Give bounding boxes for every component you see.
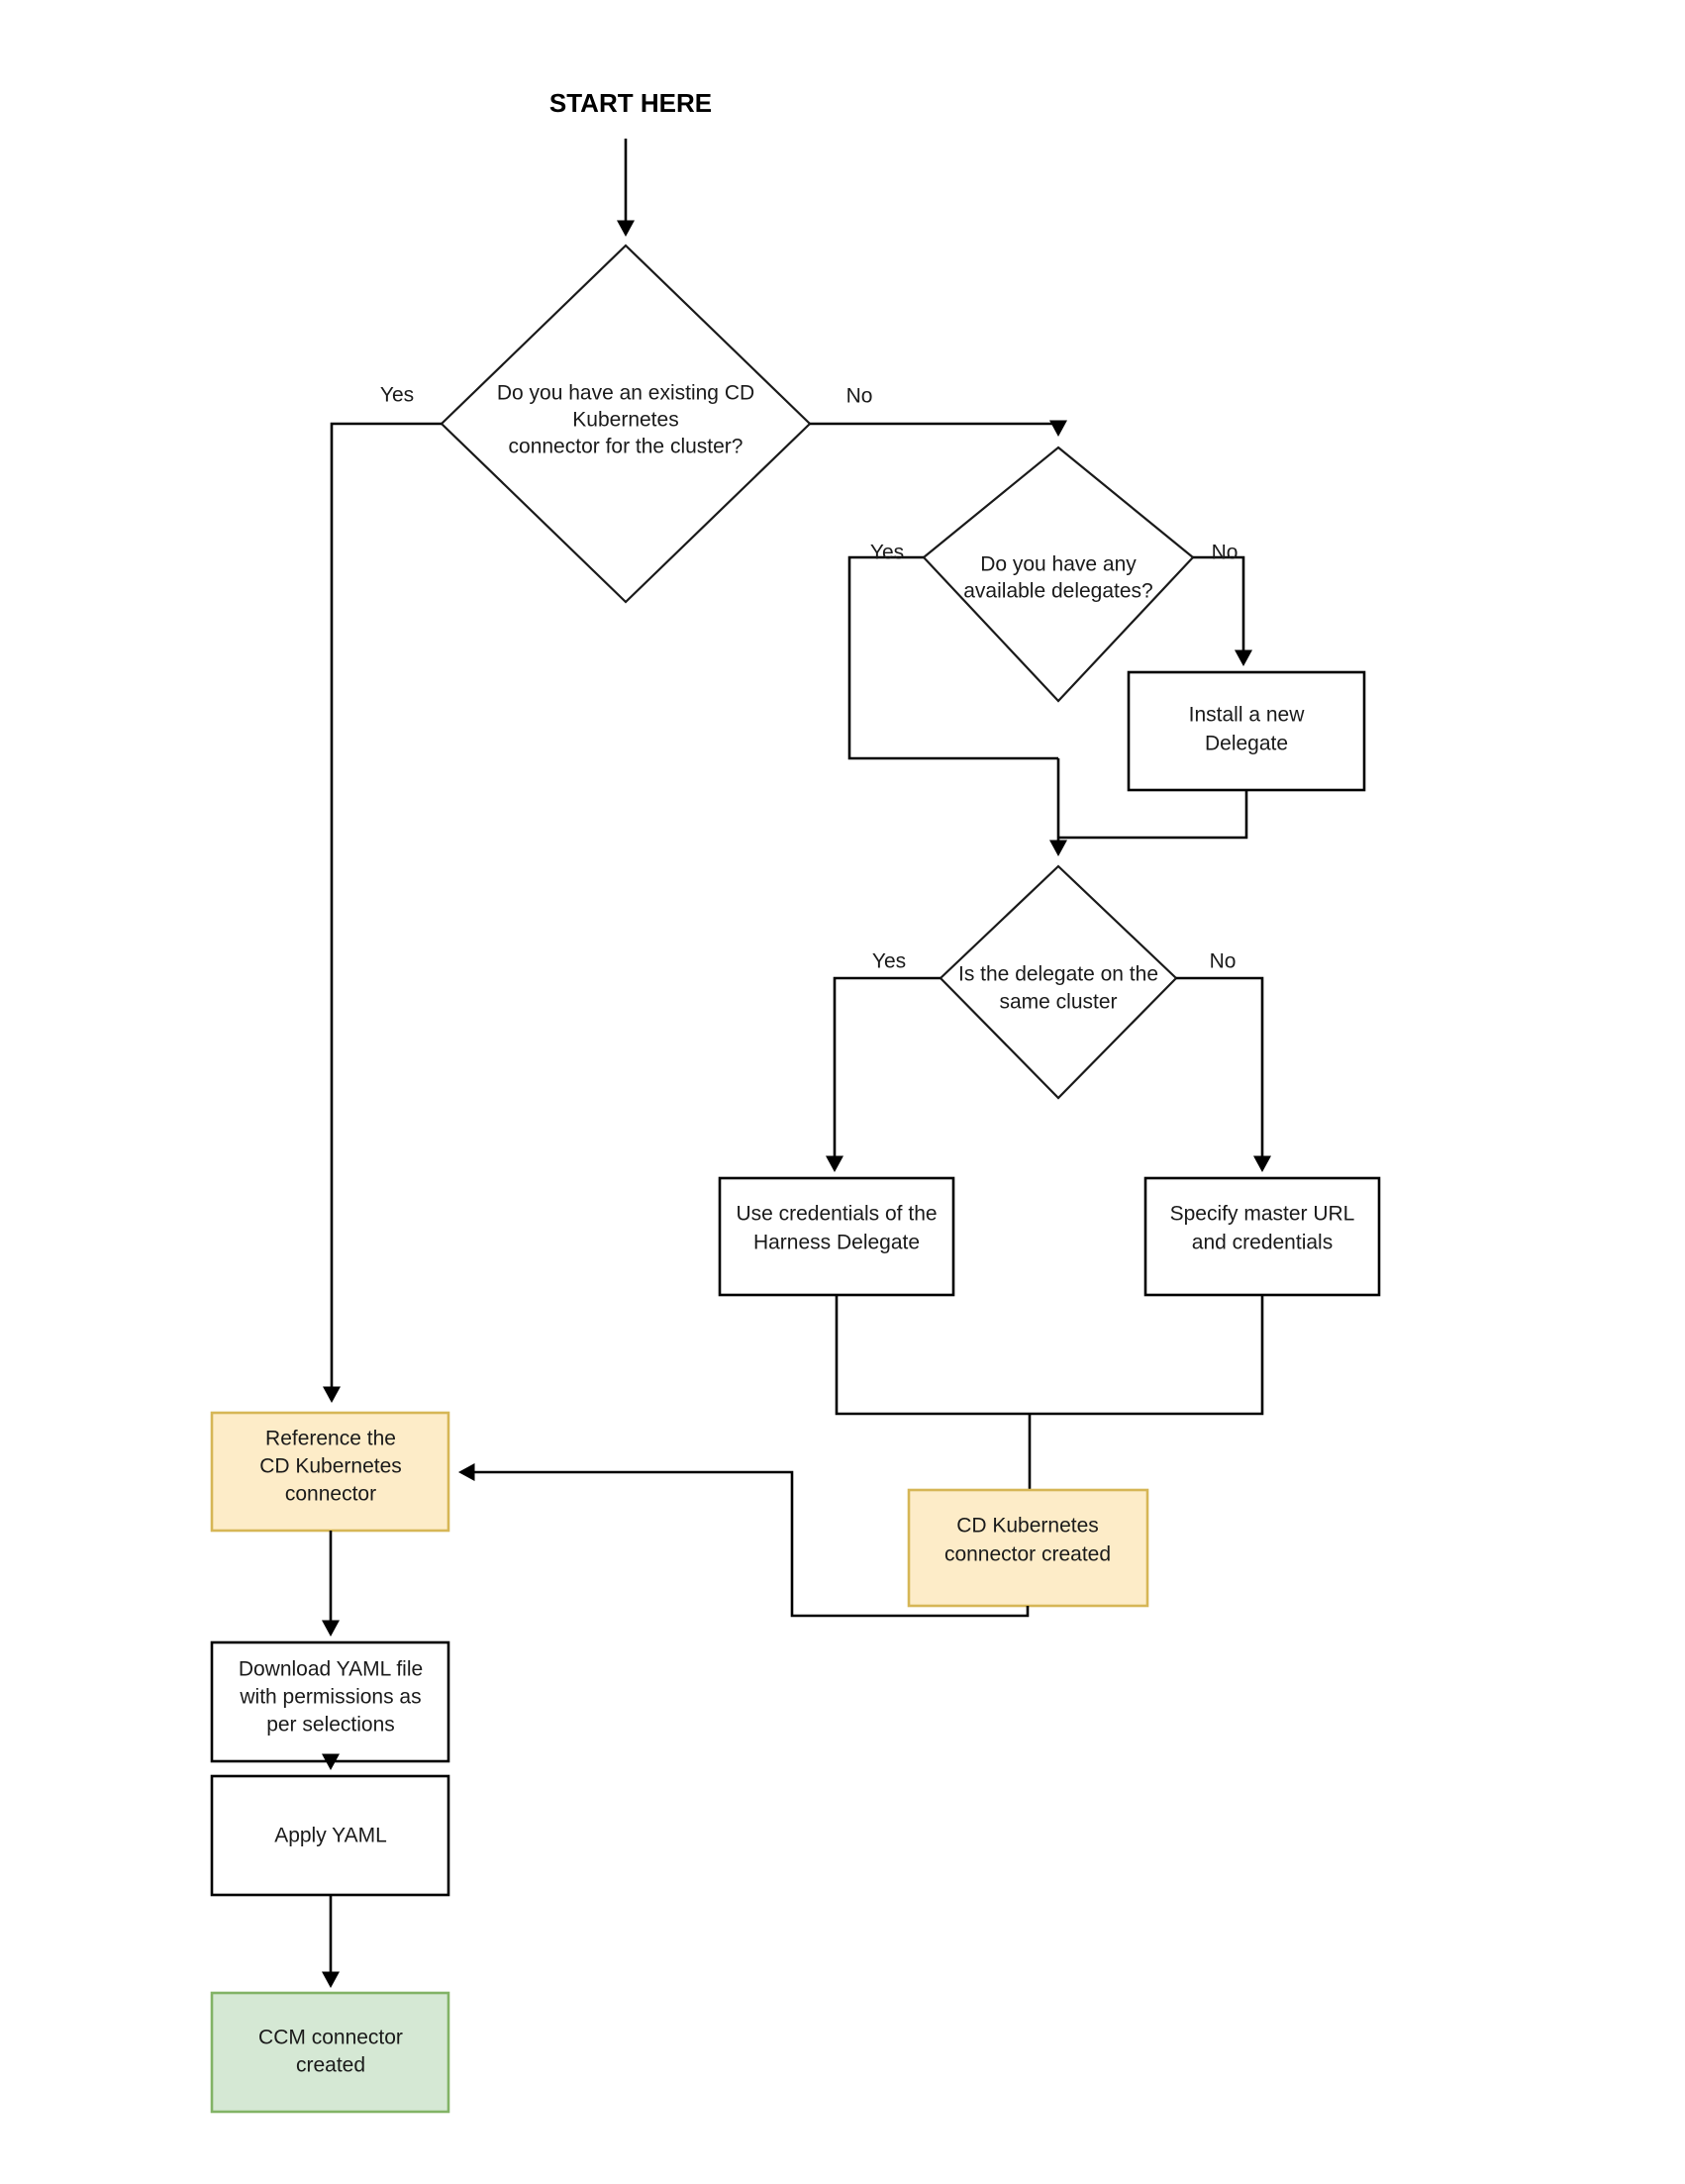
box-cd-connector-created[interactable] [907, 1488, 1149, 1608]
start-here-title: START HERE [549, 88, 712, 118]
edge-use-credentials-merge [835, 1295, 1030, 1416]
box-cd-connector-created-line1: CD Kubernetes [956, 1515, 1099, 1538]
edge-label-d3-yes: Yes [872, 950, 906, 973]
decision-existing-cd-connector-line1: Do you have an existing CD [497, 382, 754, 405]
edge-label-d1-no: No [846, 385, 873, 408]
edge-d2-no [1193, 555, 1253, 667]
box-apply-yaml-line1: Apply YAML [274, 1825, 387, 1847]
decision-existing-cd-connector-line2: Kubernetes [572, 409, 678, 432]
box-download-yaml-line2: with permissions as [239, 1686, 421, 1709]
box-download-yaml[interactable] [210, 1640, 450, 1763]
box-specify-master-url[interactable] [1143, 1176, 1381, 1297]
edge-label-d1-yes: Yes [380, 384, 414, 407]
decision-delegate-same-cluster[interactable] [939, 864, 1178, 1100]
decision-available-delegates-line2: available delegates? [963, 580, 1152, 603]
box-ccm-connector-created-line1: CCM connector [258, 2027, 403, 2049]
edge-label-d2-no: No [1212, 542, 1239, 564]
edge-specify-master-merge [1030, 1295, 1264, 1416]
edge-d3-no [1176, 976, 1272, 1173]
decision-existing-cd-connector[interactable] [440, 244, 812, 604]
edge-cd-created-to-reference [457, 1462, 1030, 1618]
edge-d1-yes [322, 422, 442, 1404]
edge-label-d3-no: No [1210, 950, 1237, 973]
decision-delegate-same-cluster-line2: same cluster [999, 991, 1117, 1014]
box-apply-yaml[interactable] [210, 1774, 450, 1897]
box-use-credentials-line2: Harness Delegate [753, 1232, 920, 1254]
decision-existing-cd-connector-line3: connector for the cluster? [509, 436, 743, 458]
decision-available-delegates-line1: Do you have any [980, 553, 1137, 576]
box-reference-cd-connector-line2: CD Kubernetes [259, 1455, 402, 1478]
edge-d1-no [810, 420, 1068, 438]
box-specify-master-url-line1: Specify master URL [1170, 1203, 1355, 1226]
box-reference-cd-connector-line3: connector [285, 1483, 376, 1506]
edge-install-delegate-merge [1058, 790, 1248, 840]
box-ccm-connector-created-line2: created [296, 2054, 365, 2077]
box-cd-connector-created-line2: connector created [944, 1543, 1111, 1566]
box-reference-cd-connector-line1: Reference the [265, 1428, 396, 1450]
edge-d2-yes [847, 555, 1058, 760]
box-install-new-delegate[interactable] [1127, 670, 1366, 792]
box-ccm-connector-created[interactable] [210, 1991, 450, 2114]
decision-delegate-same-cluster-line1: Is the delegate on the [958, 963, 1158, 986]
box-download-yaml-line1: Download YAML file [239, 1658, 423, 1681]
box-specify-master-url-line2: and credentials [1192, 1232, 1333, 1254]
box-install-new-delegate-line1: Install a new [1189, 704, 1306, 727]
box-install-new-delegate-line2: Delegate [1205, 733, 1288, 755]
box-download-yaml-line3: per selections [266, 1714, 395, 1737]
edge-label-d2-yes: Yes [870, 542, 904, 564]
edge-d3-yes [825, 976, 941, 1173]
box-use-credentials-line1: Use credentials of the [736, 1203, 937, 1226]
decision-available-delegates[interactable] [922, 446, 1195, 703]
